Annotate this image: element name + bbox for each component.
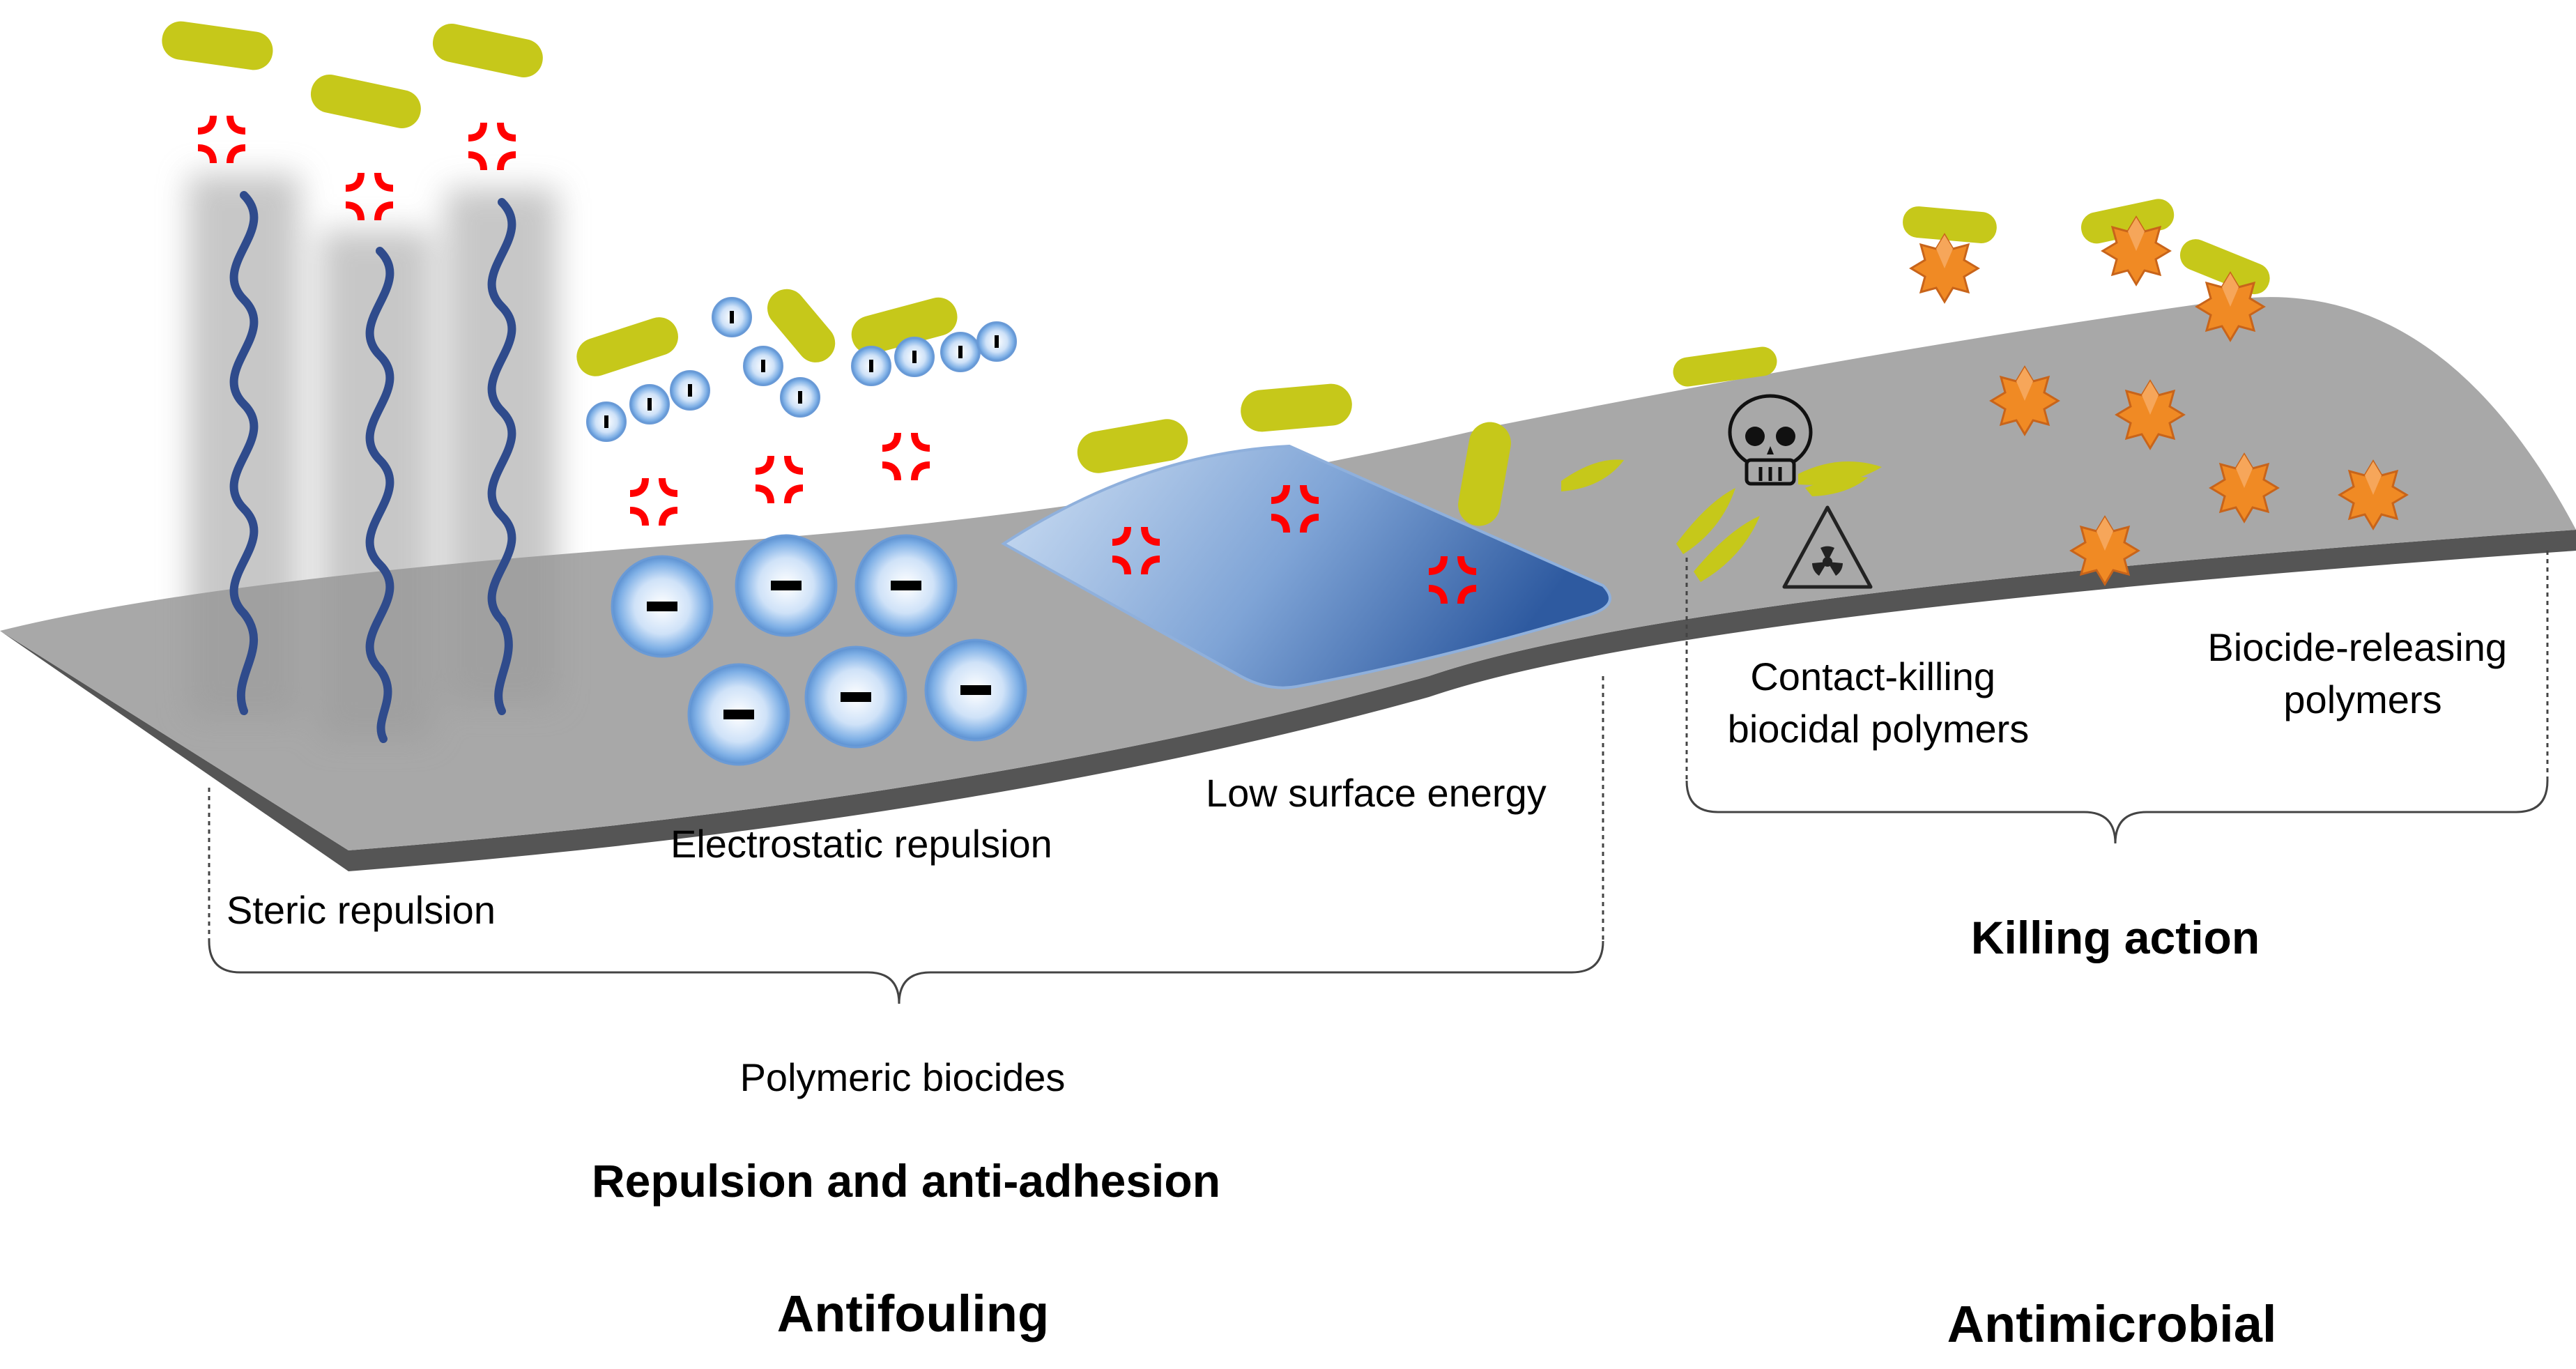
bacterium (2179, 239, 2270, 295)
negative-charge-sphere-small (851, 346, 891, 386)
negative-charge-sphere-small (670, 370, 710, 411)
low-surface-energy-label: Low surface energy (1206, 771, 1547, 815)
bacterium (1903, 206, 1997, 244)
bacterium (1241, 383, 1352, 432)
antimicrobial-bracket (1685, 551, 2549, 844)
star-particle-icon (1910, 234, 1979, 303)
negative-charge-sphere-small (976, 321, 1017, 362)
contact-killing-label-line2: biocidal polymers (1728, 707, 2030, 751)
bacterium (2080, 199, 2175, 244)
star-particle-icon (2209, 453, 2279, 523)
biocide-releasing-label-line2: polymers (2283, 678, 2441, 721)
bacterium (576, 317, 678, 376)
bacterium-fragment (1676, 488, 1735, 554)
star-particle-icon (2115, 380, 2185, 450)
bacterium (162, 21, 273, 70)
negative-charge-sphere-small (629, 384, 670, 425)
negative-charge-sphere-small (940, 332, 981, 372)
surface-edge (0, 530, 2576, 871)
bacterium (432, 23, 543, 77)
electrostatic-repulsion-label: Electrostatic repulsion (670, 822, 1052, 866)
polymer-chain (365, 247, 394, 743)
steric-repulsion-label: Steric repulsion (227, 888, 496, 932)
negative-charge-sphere-small (894, 337, 935, 377)
bacteria-fragments (1561, 459, 1882, 582)
negative-charge-sphere (735, 534, 838, 637)
contact-killing-label-line1: Contact-killing (1750, 655, 1995, 698)
anger-mark-icon (198, 116, 245, 163)
low-surface-energy-patch (1001, 444, 1611, 689)
killing-action-label: Killing action (1971, 912, 2260, 963)
anger-mark-icon (346, 173, 393, 220)
negative-charge-sphere (687, 663, 790, 766)
negative-charge-sphere-small (712, 297, 752, 337)
anger-mark-icon (468, 123, 516, 170)
bacterium (1077, 419, 1188, 473)
polymer-brushes (188, 174, 558, 743)
star-particle-icon (2101, 216, 2171, 286)
antimicrobial-label: Antimicrobial (1947, 1295, 2277, 1353)
star-particle-icon (2338, 460, 2408, 530)
negative-charge-sphere-small (586, 401, 627, 442)
bacterium-fragment (1798, 461, 1882, 485)
polymer-chain (487, 198, 516, 715)
antifouling-label: Antifouling (777, 1285, 1049, 1343)
polymeric-biocides-label: Polymeric biocides (740, 1055, 1066, 1099)
star-particle-icon (1990, 366, 2060, 436)
anger-mark-icon (756, 456, 803, 503)
negative-charge-sphere (854, 534, 958, 637)
bacterium (1673, 346, 1777, 387)
polymer-chain (229, 191, 259, 715)
star-particle-icon (2070, 516, 2140, 586)
negative-charge-sphere (804, 645, 907, 749)
anger-mark-icon (882, 433, 930, 480)
bacterium (310, 74, 421, 128)
negative-charge-sphere (924, 638, 1027, 742)
radiation-warning-icon (1782, 505, 1873, 589)
bacterium-fragment (1805, 477, 1868, 496)
bacterium (767, 289, 836, 362)
skull-icon (1728, 394, 1813, 486)
antifouling-bracket (208, 676, 1604, 1004)
bacterium-fragment (1561, 459, 1624, 491)
biocide-releasing-label: Biocide-releasing polymers (2207, 625, 2517, 721)
negative-charge-sphere-small (780, 377, 820, 418)
bacterium (851, 297, 958, 354)
bacterium-fragment (1694, 516, 1760, 582)
star-particle-icon (2195, 272, 2265, 342)
biocide-releasing-label-line1: Biocide-releasing (2207, 625, 2507, 669)
repulsion-anti-adhesion-label: Repulsion and anti-adhesion (592, 1155, 1220, 1207)
anger-mark-icon (630, 478, 677, 526)
negative-charge-sphere (611, 555, 714, 658)
bacterium (1458, 422, 1511, 526)
negative-charge-sphere-small (743, 346, 783, 386)
contact-killing-label: Contact-killing biocidal polymers (1728, 655, 2030, 751)
